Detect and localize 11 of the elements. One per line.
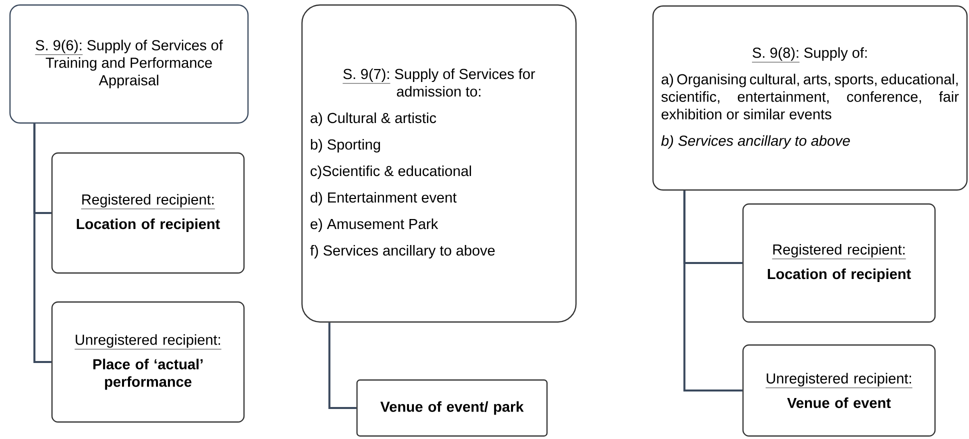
connector-line: [328, 322, 356, 409]
text-box: S. 9(8): Supply of: a) Organising cultural, arts, sports, educational, scientific, entertainment, conference, fair exhibition or similar events b) Services ancillary to above: [652, 5, 968, 191]
text-box: Unregistered recipient: Place of ‘actual’ performance: [51, 301, 245, 423]
text-box: S. 9(6): Supply of Services of Training and Performance Appraisal: [9, 4, 249, 124]
text-box: Registered recipient: Location of recipient: [51, 152, 245, 274]
text-box: Registered recipient: Location of recipient: [742, 203, 936, 323]
connector-line: [33, 124, 52, 363]
connector-line: [683, 190, 742, 392]
text-box: S. 9(7): Supply of Services for admission to: a) Cultural & artistic b) Sporting c)Scientific & educational d) Entertainment event e) Amusement Park f) Services ancillary to above: [301, 4, 577, 323]
text-box: Unregistered recipient: Venue of event: [742, 344, 936, 437]
text-box: Venue of event/ park: [356, 379, 548, 437]
